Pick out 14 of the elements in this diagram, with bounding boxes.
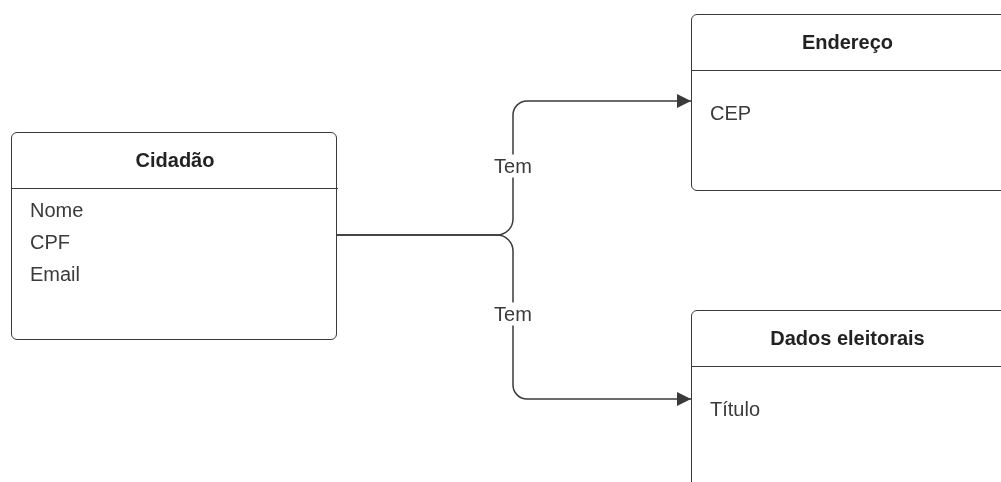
class-name: Dados eleitorais (770, 327, 925, 350)
class-box (691, 14, 1001, 191)
attribute-text: Título (710, 397, 761, 422)
class-box (691, 310, 1001, 482)
attribute-text: CEP (710, 101, 752, 126)
class-name: Endereço (801, 31, 894, 54)
class-box (11, 132, 337, 340)
edge-label: Tem (492, 154, 534, 178)
class-name: Cidadão (135, 149, 215, 172)
attribute-text: CPF (30, 230, 70, 255)
edge-label: Tem (492, 302, 534, 326)
attribute-text: Email (30, 262, 80, 287)
arrow (336, 234, 692, 406)
attribute-text: Nome (30, 198, 84, 223)
